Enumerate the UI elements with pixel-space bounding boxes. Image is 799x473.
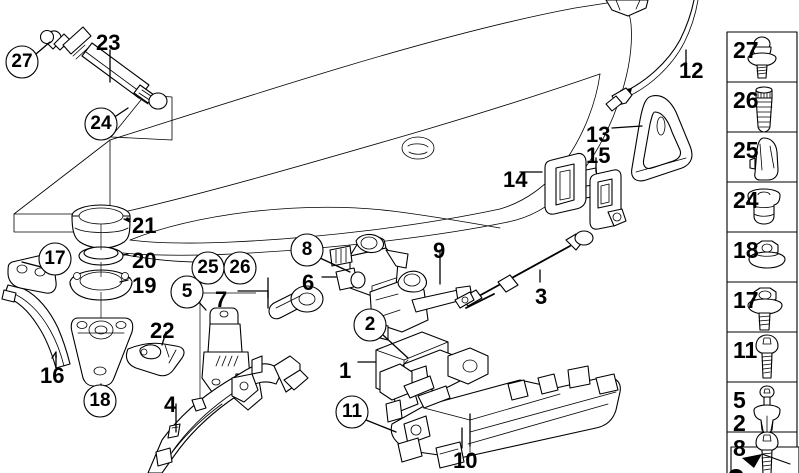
callout-label-5: 5 xyxy=(181,281,193,302)
sidebar-number-25: 25 xyxy=(733,137,759,163)
part-6-lock-cylinder xyxy=(321,233,409,297)
label-3: 3 xyxy=(535,284,548,309)
label-6: 6 xyxy=(302,270,315,295)
icon-pan-head-screw xyxy=(755,334,779,379)
sidebar-number-2: 2 xyxy=(733,410,746,436)
part-13-trim-handle xyxy=(611,95,693,182)
icon-hex-flange-nut xyxy=(748,240,786,269)
part-3-pull-rod xyxy=(454,230,594,309)
icon-push-pin-rivet xyxy=(753,385,781,435)
sidebar-number-24: 24 xyxy=(733,187,759,213)
callout-circle-11 xyxy=(335,395,369,429)
icon-grommet xyxy=(747,188,781,225)
label-20: 20 xyxy=(132,248,157,273)
part-latch-upper-detail xyxy=(379,363,451,409)
part-20-seal-ring xyxy=(78,246,129,266)
callout-label-27: 27 xyxy=(11,51,33,72)
label-21: 21 xyxy=(132,213,157,238)
icon-cutoff-arrow xyxy=(729,453,791,473)
label-19: 19 xyxy=(132,273,157,298)
icon-hex-flange-screw xyxy=(747,287,783,331)
sidebar-number-18: 18 xyxy=(733,237,759,263)
label-14: 14 xyxy=(503,167,528,192)
label-22: 22 xyxy=(150,318,175,343)
sidebar-number-26: 26 xyxy=(733,87,759,113)
part-12-bowden-cable xyxy=(605,0,699,112)
callout-label-11: 11 xyxy=(341,401,363,422)
callout-label-18: 18 xyxy=(89,390,111,411)
label-4: 4 xyxy=(164,392,177,417)
sidebar-number-17: 17 xyxy=(733,287,759,313)
callout-circle-5 xyxy=(170,275,204,309)
icon-ball-stud-screw xyxy=(747,36,777,79)
callout-circle-8 xyxy=(290,233,324,267)
label-15: 15 xyxy=(586,143,611,168)
callout-circle-26 xyxy=(223,251,257,285)
label-7: 7 xyxy=(215,287,228,312)
callout-label-17: 17 xyxy=(44,248,66,269)
part-16-hinge-arm xyxy=(1,254,71,369)
label-1: 1 xyxy=(339,358,352,383)
part-bracket-detail xyxy=(231,373,259,403)
icon-expansion-rivet xyxy=(749,137,779,181)
sidebar-number-5: 5 xyxy=(733,387,746,413)
label-10: 10 xyxy=(453,448,478,473)
part-cutoff-top xyxy=(605,0,649,17)
callout-circle-17 xyxy=(38,242,72,276)
leader-2 xyxy=(382,334,409,359)
label-16: 16 xyxy=(40,363,65,388)
leader-11 xyxy=(365,419,397,433)
part-19-bearing-bush xyxy=(69,269,133,301)
icon-torx-screw xyxy=(755,431,779,473)
label-12: 12 xyxy=(679,58,704,83)
callout-circle-27 xyxy=(5,45,39,79)
label-9: 9 xyxy=(433,238,446,263)
callout-label-8: 8 xyxy=(301,239,313,260)
callout-circle-2 xyxy=(353,308,387,342)
part-10-latch-body xyxy=(390,365,621,469)
callout-label-26: 26 xyxy=(229,257,251,278)
icon-threaded-sleeve xyxy=(755,86,773,133)
callout-circle-18 xyxy=(83,384,117,418)
part-15-striker-catch xyxy=(589,157,627,230)
part-23-gas-strut xyxy=(39,26,168,110)
sidebar-number-11: 11 xyxy=(733,337,758,363)
part-4-reinforcement-rail xyxy=(147,355,309,473)
callout-circle-24 xyxy=(84,107,118,141)
leader-8 xyxy=(319,257,351,273)
sidebar-number-27: 27 xyxy=(733,37,759,63)
callout-label-24: 24 xyxy=(90,113,112,134)
leader-27 xyxy=(35,41,51,55)
part-18-hinge-bracket-plate xyxy=(70,317,134,389)
label-13: 13 xyxy=(586,122,611,147)
label-23: 23 xyxy=(96,30,121,55)
callout-circles xyxy=(5,45,387,429)
callout-label-2: 2 xyxy=(364,314,376,335)
callout-label-25: 25 xyxy=(197,257,219,278)
part-22-clip-plate xyxy=(125,331,185,377)
sidebar-number-8: 8 xyxy=(733,435,746,461)
